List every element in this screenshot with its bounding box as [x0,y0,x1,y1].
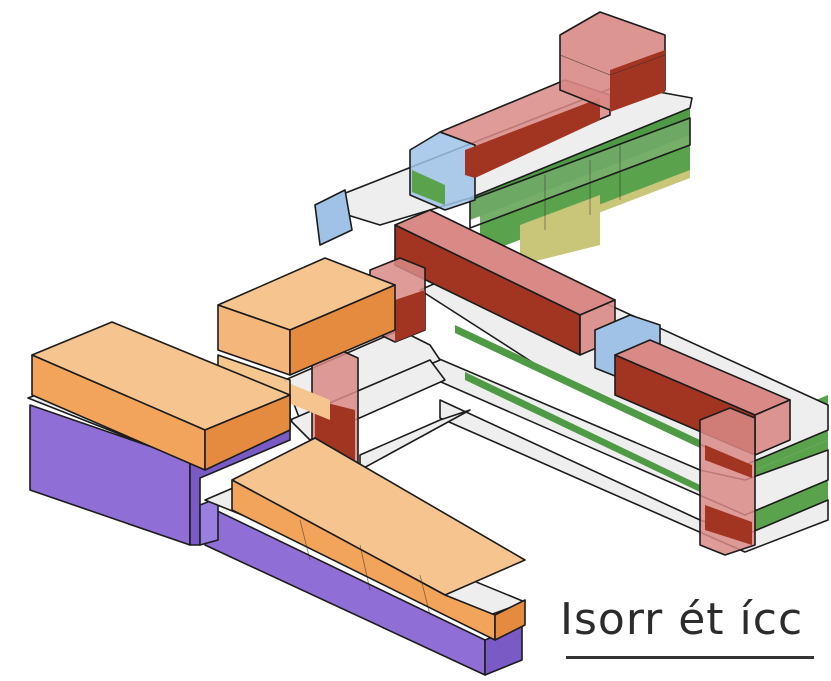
central-core [284,257,471,476]
west-orange-right [204,394,291,471]
core-slab-c [359,409,471,471]
east-wing [394,209,829,556]
ne-blue-cube-green-base [412,170,445,205]
core-red-small-dark [395,290,425,342]
caption-underline [566,656,814,659]
east-red-tower-dark-1 [705,445,752,478]
ne-wing-lower-olive [520,195,600,265]
northeast-wing [314,11,693,265]
east-red-tower-dark-2 [705,505,752,545]
ne-red-volume-dark [465,98,600,178]
south-orange-right [494,599,526,641]
east-wing-inner-green-1 [455,325,700,448]
ne-wing-slab-lower [469,117,691,229]
caption-label: Isorr ét ícc [560,594,804,645]
orange-upper-wing [217,257,396,421]
south-purple-left [199,497,219,546]
ne-wing-upper-green [470,105,690,220]
east-wing-inner-green-2 [465,372,700,492]
ne-blue-tile [314,189,353,246]
west-wing [27,321,293,546]
orange-upper-side-right [289,284,396,376]
south-wing [199,437,526,676]
ne-red-tower-dark [610,50,665,112]
